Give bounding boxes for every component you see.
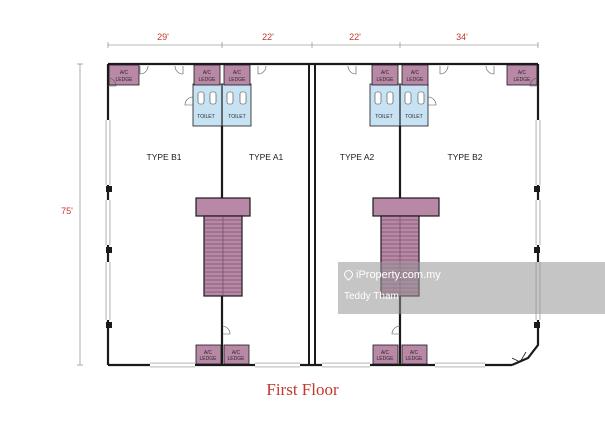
toilet-label: TOILET: [375, 114, 392, 120]
floor-plan: 29' 22' 22' 34' 75': [61, 32, 541, 368]
unit-label-a2: TYPE A2: [340, 152, 375, 162]
dim-side: 75': [61, 206, 73, 216]
unit-label-a1: TYPE A1: [249, 152, 284, 162]
ledge-label: LEDGE: [200, 356, 218, 362]
toilet-blocks: [192, 83, 429, 127]
outer-walls: [106, 62, 540, 367]
toilet-label: TOILET: [197, 114, 214, 120]
ledge-label: LEDGE: [228, 356, 246, 362]
ledge-label: A/C: [381, 350, 390, 356]
dim-top-2: 22': [262, 32, 274, 42]
dim-top-1: 29': [157, 32, 169, 42]
unit-label-b1: TYPE B1: [147, 152, 182, 162]
columns: [106, 186, 540, 328]
floor-caption: First Floor: [266, 380, 339, 399]
watermark: iProperty.com.my Teddy Tham: [338, 262, 605, 314]
ledge-label: A/C: [233, 70, 242, 76]
watermark-brand: iProperty.com.my: [342, 268, 441, 281]
location-pin-icon: [342, 268, 355, 281]
window-glazing: [105, 120, 541, 368]
ledge-label: A/C: [381, 70, 390, 76]
watermark-brand-text: iProperty.com.my: [356, 269, 441, 281]
toilet-label: TOILET: [405, 114, 422, 120]
ledge-label: A/C: [203, 70, 212, 76]
top-ledges: [193, 64, 429, 86]
ledge-label: A/C: [120, 70, 129, 76]
dim-top-4: 34': [456, 32, 468, 42]
ledge-label: LEDGE: [407, 77, 425, 83]
ledge-label: LEDGE: [116, 77, 134, 83]
ledge-label: A/C: [204, 350, 213, 356]
doors: [107, 65, 539, 335]
toilet-label: TOILET: [228, 114, 245, 120]
watermark-owner: Teddy Tham: [344, 291, 399, 302]
ledge-label: LEDGE: [229, 77, 247, 83]
corner-ledges: [108, 64, 538, 86]
ledge-label: A/C: [518, 70, 527, 76]
ledge-label: LEDGE: [377, 356, 395, 362]
unit-label-b2: TYPE B2: [448, 152, 483, 162]
ledge-label: LEDGE: [377, 77, 395, 83]
staircases: [195, 197, 440, 297]
ledge-labels: A/C LEDGE A/C LEDGE A/C LEDGE A/C LEDGE …: [116, 70, 532, 362]
bay-window: [511, 351, 527, 363]
ledge-label: LEDGE: [514, 77, 532, 83]
dim-top-3: 22': [349, 32, 361, 42]
ledge-label: A/C: [410, 350, 419, 356]
ledge-label: LEDGE: [199, 77, 217, 83]
dimension-lines: [77, 42, 539, 366]
ledge-label: A/C: [232, 350, 241, 356]
ledge-label: A/C: [411, 70, 420, 76]
bottom-ledges: [195, 344, 428, 365]
toilet-labels: TOILET TOILET TOILET TOILET: [197, 114, 422, 120]
ledge-label: LEDGE: [406, 356, 424, 362]
